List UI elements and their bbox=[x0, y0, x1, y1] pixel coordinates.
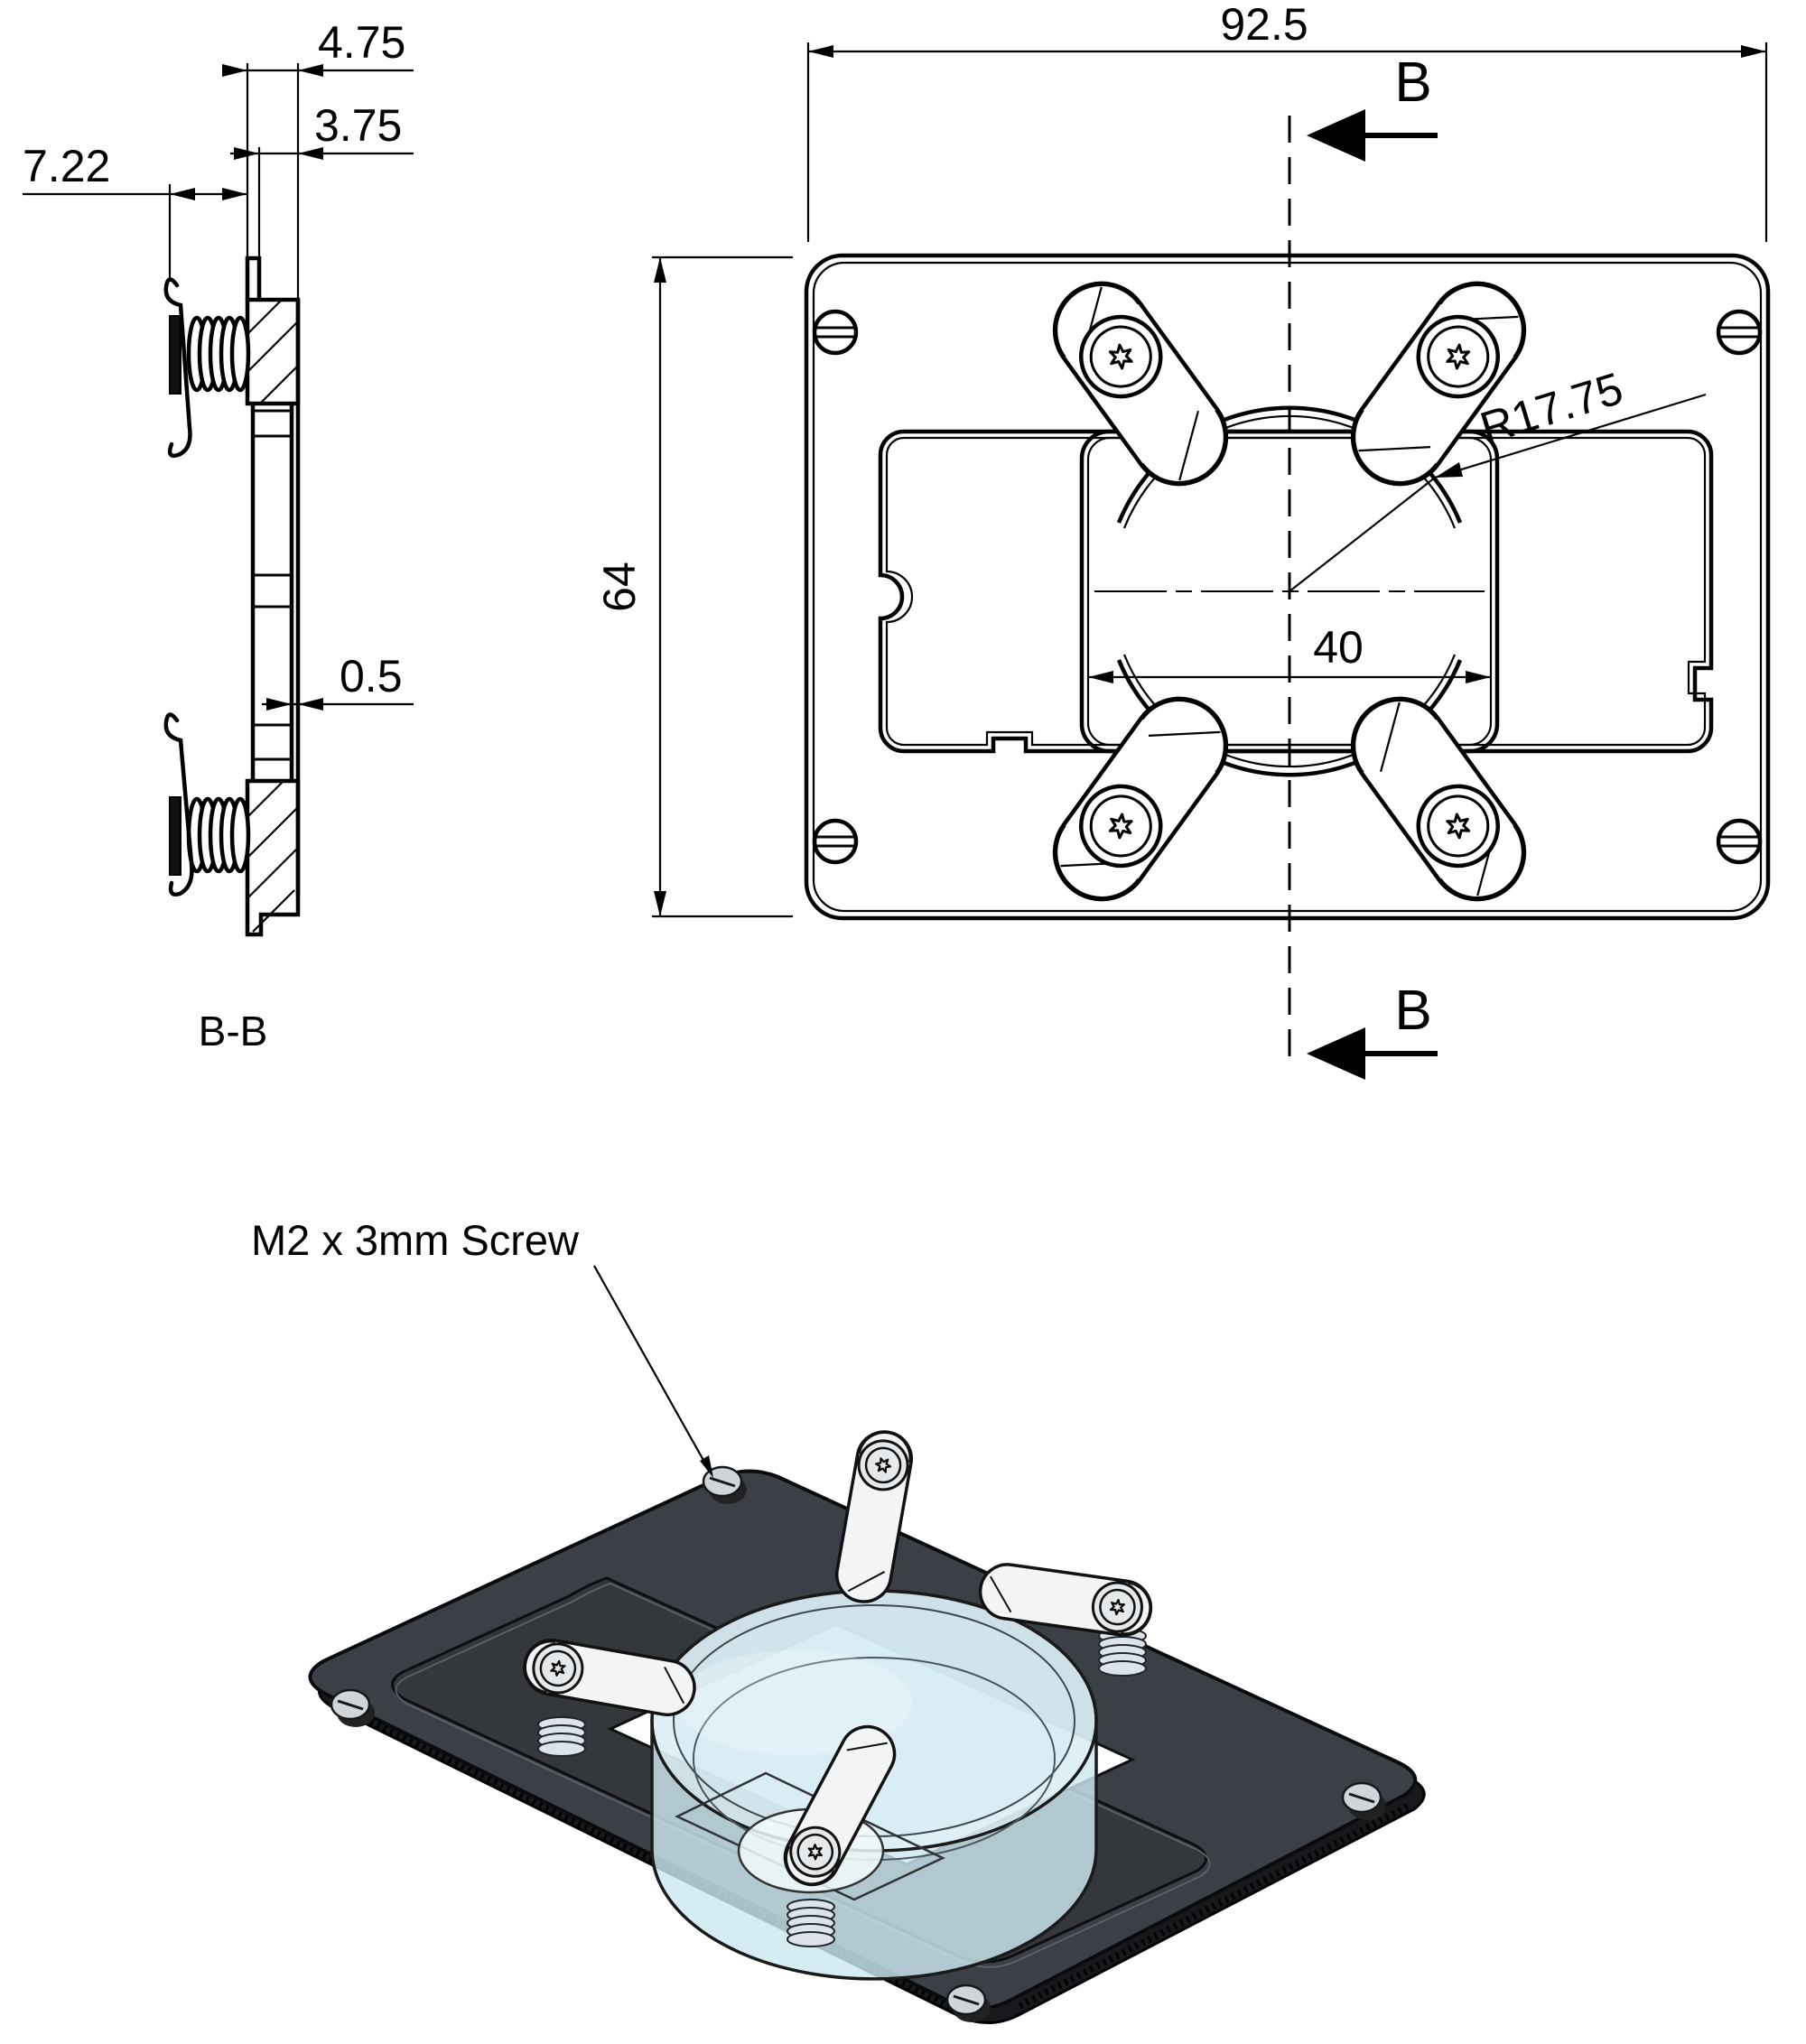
section-bottom-head bbox=[245, 778, 301, 937]
dim-arrow-icon bbox=[298, 147, 323, 160]
dim-overall-width: 92.5 bbox=[806, 0, 1768, 242]
dim-opening-width-label: 40 bbox=[1313, 622, 1364, 673]
dim-arrow-icon bbox=[654, 891, 666, 916]
dim-clip-reach: 7.22 bbox=[23, 141, 247, 200]
dim-arrow-icon bbox=[170, 188, 195, 200]
section-top-tab bbox=[245, 256, 262, 300]
dim-flange-depth: 4.75 bbox=[222, 17, 414, 77]
section-arrow-bottom-icon bbox=[1307, 1027, 1438, 1080]
top-plate-outline bbox=[804, 253, 1771, 921]
screw-icon bbox=[812, 309, 859, 356]
screw-icon bbox=[1716, 309, 1763, 356]
iso-edge-texture bbox=[335, 1702, 1410, 2014]
section-arrow-top-icon bbox=[1307, 109, 1438, 162]
torx-icon bbox=[1108, 343, 1133, 370]
section-web bbox=[250, 404, 294, 781]
section-view-bb: 4.75 3.75 7.22 0.5 bbox=[23, 17, 414, 1055]
iso-clips bbox=[523, 1430, 1153, 1887]
section-part bbox=[163, 256, 301, 937]
torx-icon bbox=[1108, 813, 1133, 840]
screw-icon bbox=[1341, 1781, 1386, 1820]
dim-overall-height: 64 bbox=[594, 256, 793, 918]
dim-clip-reach-label: 7.22 bbox=[23, 141, 110, 191]
dim-arrow-icon bbox=[222, 64, 247, 77]
clip-bottom-left bbox=[1052, 696, 1229, 902]
spring-icon bbox=[537, 1716, 586, 1757]
torx-icon bbox=[550, 1659, 566, 1677]
torx-icon bbox=[807, 1844, 823, 1861]
dim-arrow-icon bbox=[266, 698, 292, 711]
screw-icon bbox=[945, 1984, 991, 2022]
section-extension-lines bbox=[168, 63, 300, 298]
dim-wall: 0.5 bbox=[262, 651, 414, 711]
clip-bottom-right bbox=[1350, 696, 1527, 902]
section-spring-bottom bbox=[163, 712, 251, 897]
section-view-label: B-B bbox=[199, 1008, 268, 1055]
dim-inner-depth-label: 3.75 bbox=[314, 100, 402, 151]
clip-top-right bbox=[1350, 281, 1527, 487]
screw-annotation-label: M2 x 3mm Screw bbox=[251, 1216, 580, 1264]
dim-arrow-icon bbox=[298, 698, 323, 711]
dim-arrow-icon bbox=[222, 188, 247, 200]
dim-overall-height-label: 64 bbox=[594, 562, 645, 612]
torx-icon bbox=[1109, 1599, 1126, 1616]
screw-icon bbox=[812, 818, 859, 865]
dim-arrow-icon bbox=[298, 64, 323, 77]
section-marker-top-label: B bbox=[1394, 51, 1431, 114]
iso-clip-left bbox=[523, 1638, 696, 1717]
dim-flange-depth-label: 4.75 bbox=[318, 17, 405, 68]
iso-clip-right bbox=[978, 1563, 1153, 1637]
iso-corner-screws bbox=[330, 1465, 1386, 2022]
dim-arrow-icon bbox=[654, 257, 666, 283]
section-clip-wire-top bbox=[163, 277, 192, 458]
top-corner-screws bbox=[812, 309, 1763, 865]
screw-annotation: M2 x 3mm Screw bbox=[251, 1216, 713, 1478]
section-marker-bottom-label: B bbox=[1394, 980, 1431, 1042]
dim-arrow-icon bbox=[1435, 462, 1463, 478]
torx-icon bbox=[875, 1457, 892, 1473]
dim-arrow-icon bbox=[1466, 671, 1491, 683]
dim-wall-label: 0.5 bbox=[340, 651, 403, 701]
section-top-head bbox=[245, 297, 301, 406]
screw-icon bbox=[330, 1688, 375, 1727]
screw-icon bbox=[702, 1465, 747, 1504]
section-clip-wire-bottom bbox=[163, 712, 194, 897]
screw-icon bbox=[1716, 818, 1763, 865]
section-spring-top bbox=[163, 277, 251, 458]
dim-arrow-icon bbox=[234, 147, 259, 160]
top-view: 92.5 64 40 R17.75 bbox=[594, 0, 1771, 1080]
section-cutting-line: B B bbox=[1288, 51, 1438, 1080]
dish-window-seen-through bbox=[675, 1771, 945, 1901]
top-clips bbox=[1052, 281, 1527, 902]
dim-opening-width: 40 bbox=[1088, 622, 1491, 683]
leader-arrow-icon bbox=[700, 1455, 713, 1478]
iso-clip-bottom bbox=[783, 1724, 897, 1887]
top-pocket-outline bbox=[878, 429, 1714, 754]
dim-overall-width-label: 92.5 bbox=[1220, 0, 1308, 50]
isometric-view: M2 x 3mm Screw bbox=[251, 1216, 1426, 2025]
dim-arrow-icon bbox=[808, 45, 833, 58]
torx-icon bbox=[1446, 813, 1471, 840]
dim-inner-depth: 3.75 bbox=[230, 100, 414, 160]
spring-icon bbox=[787, 1899, 835, 1947]
clip-top-left bbox=[1052, 281, 1229, 487]
dim-arrow-icon bbox=[1741, 45, 1766, 58]
dim-arrow-icon bbox=[1088, 671, 1113, 683]
torx-icon bbox=[1446, 343, 1471, 370]
iso-clip-top bbox=[834, 1430, 914, 1603]
